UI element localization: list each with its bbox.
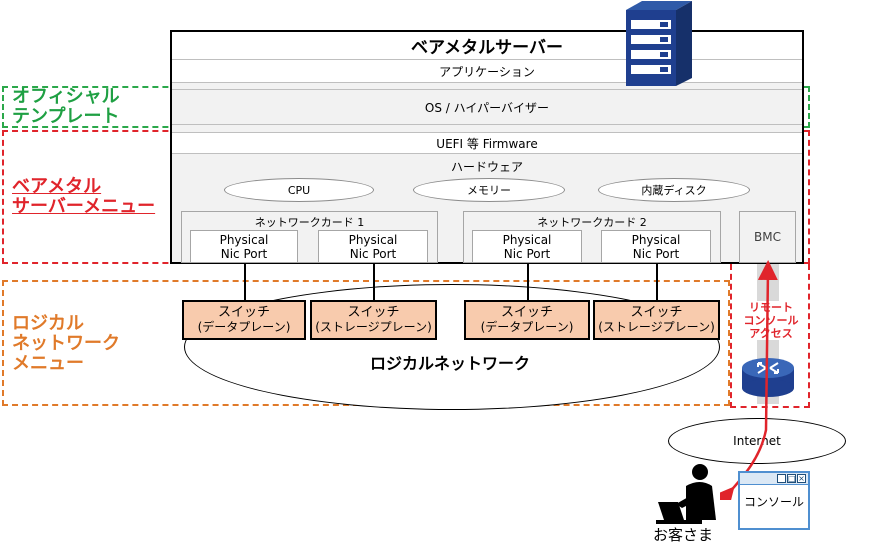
physical-nic-port: Physical Nic Port bbox=[190, 230, 298, 263]
network-card-1-title: ネットワークカード 1 bbox=[254, 216, 365, 229]
switch-sub-label: (ストレージプレーン) bbox=[315, 320, 432, 334]
os-hypervisor-layer: OS / ハイパーバイザー bbox=[172, 89, 802, 125]
customer-label: お客さま bbox=[653, 526, 714, 544]
physical-nic-port: Physical Nic Port bbox=[601, 230, 711, 263]
switch-data-plane: スイッチ (データプレーン) bbox=[464, 300, 590, 340]
server-rack-icon bbox=[626, 1, 692, 86]
switch-sub-label: (データプレーン) bbox=[480, 320, 574, 334]
network-card-2-title: ネットワークカード 2 bbox=[537, 216, 647, 229]
cpu-component: CPU bbox=[224, 178, 374, 202]
remote-access-arrow bbox=[720, 260, 778, 500]
physical-nic-port: Physical Nic Port bbox=[472, 230, 582, 263]
switch-label: スイッチ bbox=[630, 305, 683, 320]
switch-label: スイッチ bbox=[347, 305, 400, 320]
minimize-icon: _ bbox=[777, 474, 786, 483]
console-label: コンソール bbox=[743, 495, 804, 509]
switch-data-plane: スイッチ (データプレーン) bbox=[182, 300, 306, 340]
switch-label: スイッチ bbox=[217, 305, 270, 320]
switch-sub-label: (ストレージプレーン) bbox=[598, 320, 715, 334]
switch-storage-plane: スイッチ (ストレージプレーン) bbox=[310, 300, 437, 340]
server-title: ベアメタルサーバー bbox=[172, 32, 802, 60]
connector-line bbox=[373, 263, 375, 301]
logical-network-menu-label: ロジカル ネットワーク メニュー bbox=[12, 313, 120, 374]
official-template-label: オフィシャル テンプレート bbox=[12, 86, 120, 127]
switch-label: スイッチ bbox=[500, 305, 553, 320]
connector-line bbox=[527, 263, 529, 301]
physical-nic-port: Physical Nic Port bbox=[318, 230, 428, 263]
logical-network-label: ロジカルネットワーク bbox=[369, 354, 530, 373]
baremetal-menu-label: ベアメタル サーバーメニュー bbox=[12, 176, 156, 217]
memory-component: メモリー bbox=[413, 178, 565, 202]
connector-line bbox=[244, 263, 246, 301]
console-window-icon: _ □ × コンソール bbox=[738, 471, 810, 530]
maximize-icon: □ bbox=[787, 474, 796, 483]
application-layer: アプリケーション bbox=[172, 60, 802, 83]
switch-storage-plane: スイッチ (ストレージプレーン) bbox=[593, 300, 720, 340]
connector-line bbox=[656, 263, 658, 301]
person-at-laptop-icon bbox=[656, 464, 716, 524]
hardware-label: ハードウェア bbox=[450, 159, 523, 174]
close-icon: × bbox=[797, 474, 806, 483]
uefi-firmware-layer: UEFI 等 Firmware bbox=[172, 132, 802, 154]
bmc: BMC bbox=[739, 211, 796, 263]
switch-sub-label: (データプレーン) bbox=[197, 320, 291, 334]
internal-disk-component: 内蔵ディスク bbox=[598, 178, 750, 202]
